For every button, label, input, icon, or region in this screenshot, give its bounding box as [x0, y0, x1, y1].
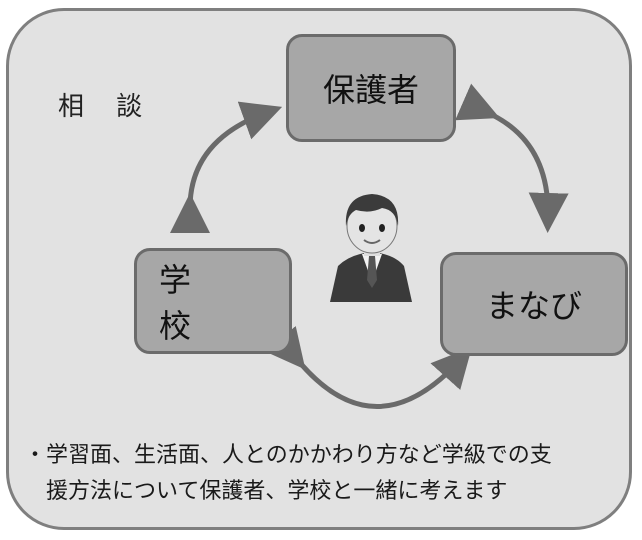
- node-school: 学 校: [134, 248, 292, 354]
- bullet-mark: ・: [24, 443, 47, 468]
- arrow-school-manabi: [264, 325, 473, 409]
- arrow-parent-manabi: [455, 83, 569, 233]
- counselor-figure-icon: [330, 194, 412, 302]
- node-manabi: まなび: [440, 252, 628, 356]
- arrow-school-parent: [169, 101, 283, 234]
- note-line-2: 援方法について保護者、学校と一緒に考えます: [46, 479, 508, 504]
- heading-consultation: 相 談: [58, 92, 155, 122]
- node-parent: 保護者: [286, 34, 456, 142]
- note-line-1: 学習面、生活面、人とのかかわり方など学級での支: [46, 443, 552, 468]
